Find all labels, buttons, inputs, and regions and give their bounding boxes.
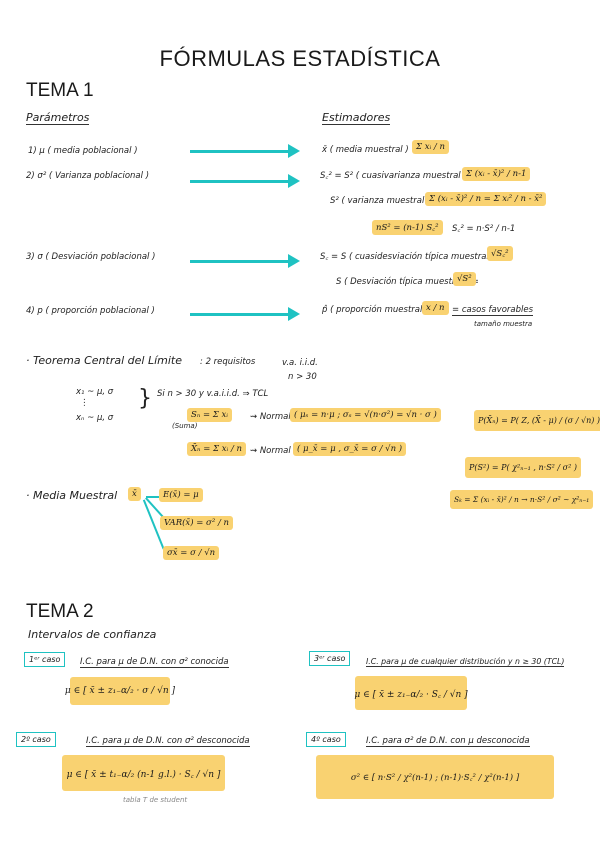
tabla-note: tabla T de student [123,796,188,804]
tcl-brace: } [138,386,152,411]
tcl-ps-formula: P(S²) = P( χ²ₙ₋₁ , n·S² / σ² ) [465,457,581,478]
tema2-subtitle: Intervalos de confianza [28,628,157,641]
param-desviacion: 3) σ ( Desviación poblacional ) [26,252,156,262]
caso4-tag: 4º caso [306,732,346,747]
est-cuasidesv-formula: √S꜀² [487,246,513,261]
tcl-req1: v.a. i.i.d. [282,358,318,368]
caso2-formula: μ ∈ [ x̄ ± t₁₋α/₂ (n-1 g.l.) · S꜀ / √n ] [62,755,225,791]
mm-label: · Media Muestral [26,489,118,502]
est-varm-formula: Σ (xᵢ - x̄)² / n = Σ xᵢ² / n - x̄² [425,192,547,206]
est-media-formula: Σ xᵢ / n [412,140,449,154]
mm-e: E(x̄) = μ [159,488,203,502]
param-media: 1) μ ( media poblacional ) [28,146,138,156]
est-prop-label: p̂ ( proporción muestral ) = [322,305,439,315]
tcl-xbar-normal: ⇝ Normal [250,446,291,456]
caso4-formula: σ² ∈ [ n·S² / χ²(n-1) ; (n-1)·S꜀² / χ²(n… [316,755,554,799]
caso3-tag: 3ᵉʳ caso [309,651,351,666]
tcl-sn-formula: Sₙ = Σ xᵢ [187,408,233,422]
caso1-tag: 1ᵉʳ caso [24,652,66,667]
est-media-label: x̄ ( media muestral ) = [322,145,419,155]
arrow-desviacion [190,254,300,268]
tcl-p-formula: P(X̄ₙ) = P( Z, (X̄ - μ) / (σ / √n) ) [474,410,600,431]
est-desv-label: S ( Desviación típica muestral ) = [336,277,479,287]
est-prop-formula: x / n [422,301,449,315]
tcl-xbar-formula: X̄ₙ = Σ xᵢ / n [187,442,246,456]
parametros-heading: Parámetros [26,111,90,125]
caso3-title: I.C. para μ de cualquier distribución y … [366,657,565,667]
tcl-si: Si n > 30 y v.a.i.i.d. ⇒ TCL [157,389,269,399]
caso2-tag: 2º caso [16,732,56,747]
caso1-formula: μ ∈ [ x̄ ± z₁₋α/₂ · σ / √n ] [65,677,175,705]
caso3-formula: μ ∈ [ x̄ ± z₁₋α/₂ · S꜀ / √n ] [354,676,468,710]
tcl-sk-formula: Sₖ = Σ (xᵢ - x̄)² / n → n·S² / σ² ~ χ²ₙ₋… [450,490,594,509]
tcl-x1: x₁ ~ μ, σ [76,387,114,397]
est-prop-casos: = casos favorables [452,305,534,316]
tcl-sn-normal: ⇝ Normal [250,412,291,422]
tcl-dots: ⋮ [80,398,89,408]
est-desv-formula: √S² [453,272,476,286]
tcl-sn-params: ( μₛ = n·μ ; σₛ = √(n·σ²) = √n · σ ) [290,408,441,422]
est-prop-tamano: tamaño muestra [474,320,533,328]
tcl-suma: (Suma) [172,422,198,430]
est-cuasivar-label: S꜀² = S² ( cuasivarianza muestral ) = [320,171,477,181]
tcl-xn: xₙ ~ μ, σ [76,413,114,423]
arrow-varianza [190,174,300,188]
mm-v: VAR(x̄) = σ² / n [160,516,234,530]
param-varianza: 2) σ² ( Varianza poblacional ) [26,171,150,181]
arrow-proporcion [190,307,300,321]
tcl-requisitos: : 2 requisitos [200,357,256,367]
est-cuasivar-formula: Σ (xᵢ - x̄)² / n-1 [462,167,531,181]
tcl-req2: n > 30 [288,372,317,382]
caso4-title: I.C. para σ² de D.N. con μ desconocida [366,736,530,747]
tema1-heading: TEMA 1 [26,80,94,101]
mm-line-e [146,496,160,498]
caso2-title: I.C. para μ de D.N. con σ² desconocida [86,736,250,747]
tema2-heading: TEMA 2 [26,601,94,622]
mm-d: σx̄ = σ / √n [163,546,220,560]
est-varm-label: S² ( varianza muestral ) = [330,196,441,206]
est-relacion2: S꜀² = n·S² / n-1 [452,224,516,234]
estimadores-heading: Estimadores [322,111,391,125]
page-title: FÓRMULAS ESTADÍSTICA [159,46,441,71]
est-relacion: nS² = (n-1) S꜀² [372,220,443,235]
param-proporcion: 4) p ( proporción poblacional ) [26,306,155,316]
tcl-xbar-params: ( μ_x̄ = μ , σ_x̄ = σ / √n ) [293,442,407,456]
tcl-label: · Teorema Central del Límite [26,354,182,367]
arrow-media [190,144,300,158]
est-cuasidesv-label: S꜀ = S ( cuasidesviación típica muestral… [320,252,505,262]
caso1-title: I.C. para μ de D.N. con σ² conocida [80,657,229,668]
mm-x: x̄ [128,487,141,501]
